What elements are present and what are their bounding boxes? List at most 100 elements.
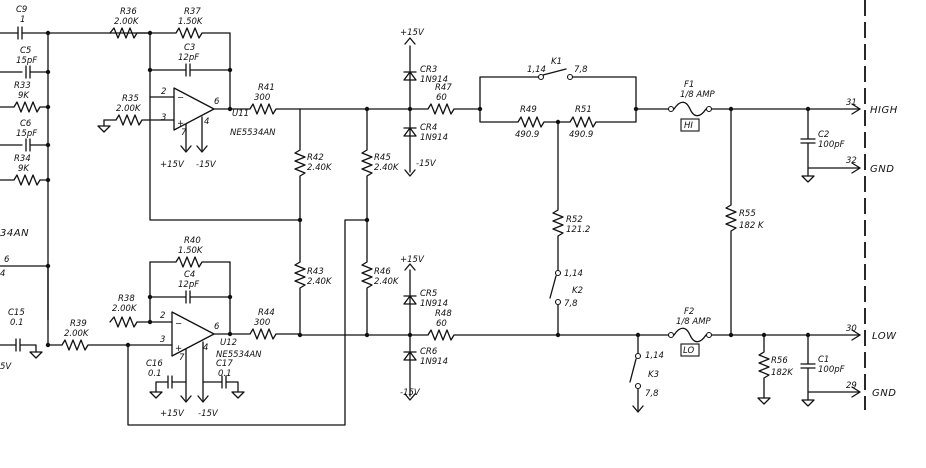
k2-label: K2 bbox=[572, 286, 583, 296]
u12-pin4: 4 bbox=[203, 343, 208, 353]
part-left: 34AN bbox=[0, 228, 29, 239]
r33-label: R33 bbox=[14, 81, 31, 91]
f1-fuse: F1 1/8 AMP HI bbox=[635, 80, 861, 132]
u11-stage: R36 2.00K R37 1.50K C3 12pF − + 2 3 6 7 … bbox=[97, 7, 301, 170]
cr3-label: CR3 bbox=[420, 65, 437, 75]
r39-label: R39 bbox=[70, 319, 87, 329]
f1-tag: HI bbox=[684, 121, 693, 131]
c9-label: C9 bbox=[16, 5, 27, 15]
p15-bot: +15V bbox=[400, 255, 425, 265]
c2-label: C2 bbox=[818, 130, 829, 140]
c4-label: C4 bbox=[184, 270, 195, 280]
r45-label: R45 bbox=[374, 153, 391, 163]
u12-pin3: 3 bbox=[160, 335, 165, 345]
pin31: 31 bbox=[846, 98, 857, 108]
c4-value: 12pF bbox=[178, 280, 199, 290]
k3-a: 1,14 bbox=[645, 351, 664, 361]
p15-top: +15V bbox=[400, 28, 425, 38]
c1: C1 100pF bbox=[800, 334, 861, 407]
k1-a: 1,14 bbox=[527, 65, 546, 75]
svg-text:+: + bbox=[175, 344, 182, 354]
u11-pin4: 4 bbox=[204, 117, 209, 127]
node-4: 4 bbox=[0, 269, 5, 279]
m15-bot: -15V bbox=[400, 388, 421, 398]
cr4-part: 1N914 bbox=[420, 133, 448, 143]
u12-pin2: 2 bbox=[160, 311, 165, 321]
r40-value: 1.50K bbox=[178, 246, 204, 256]
connector-bottom: 30 LOW 29 GND bbox=[846, 324, 897, 399]
r52-value: 121.2 bbox=[566, 225, 590, 235]
c5-value: 15pF bbox=[16, 56, 37, 66]
r37-label: R37 bbox=[184, 7, 201, 17]
r52-label: R52 bbox=[566, 215, 583, 225]
c2-value: 100pF bbox=[818, 140, 845, 150]
r47-label: R47 bbox=[435, 83, 452, 93]
r55-label: R55 bbox=[739, 209, 756, 219]
connector-top: 31 HIGH 32 GND bbox=[846, 98, 898, 175]
v-left: 5V bbox=[0, 362, 12, 372]
r34-value: 9K bbox=[18, 164, 30, 174]
u12-p15: +15V bbox=[160, 409, 185, 419]
r33-value: 9K bbox=[18, 91, 30, 101]
r40-label: R40 bbox=[184, 236, 201, 246]
f1-value: 1/8 AMP bbox=[680, 90, 716, 100]
r41-label: R41 bbox=[258, 83, 275, 93]
r34-label: R34 bbox=[14, 154, 31, 164]
r51-label: R51 bbox=[575, 105, 592, 115]
r51-value: 490.9 bbox=[569, 130, 593, 140]
c15-value: 0.1 bbox=[10, 318, 24, 328]
r36-label: R36 bbox=[120, 7, 137, 17]
pin30: 30 bbox=[846, 324, 857, 334]
svg-text:+: + bbox=[177, 119, 184, 129]
k3-b: 7,8 bbox=[645, 389, 659, 399]
u11-label: U11 bbox=[232, 109, 249, 119]
r44-label: R44 bbox=[258, 308, 275, 318]
u11-m15: -15V bbox=[196, 160, 217, 170]
r49-value: 490.9 bbox=[515, 130, 539, 140]
cr3-part: 1N914 bbox=[420, 75, 448, 85]
u11-pin6: 6 bbox=[214, 97, 220, 107]
u11-pin7: 7 bbox=[181, 128, 187, 138]
r42-label: R42 bbox=[307, 153, 324, 163]
r35-label: R35 bbox=[122, 94, 139, 104]
r39-value: 2.00K bbox=[64, 329, 90, 339]
low-label: LOW bbox=[872, 331, 897, 342]
c16-value: 0.1 bbox=[148, 369, 162, 379]
r46-label: R46 bbox=[374, 267, 391, 277]
f2-tag: LO bbox=[683, 346, 694, 356]
high-label: HIGH bbox=[870, 105, 898, 116]
left-fragment: C9 1 C5 15pF R33 9K C6 15pF R34 9K 34AN … bbox=[0, 5, 151, 372]
f2-value: 1/8 AMP bbox=[676, 317, 712, 327]
r56: R56 182K bbox=[757, 334, 794, 405]
r44-value: 300 bbox=[254, 318, 270, 328]
u12-pin7: 7 bbox=[179, 353, 185, 363]
c2: C2 100pF bbox=[800, 108, 861, 183]
u12-label: U12 bbox=[220, 338, 237, 348]
cr4-label: CR4 bbox=[420, 123, 437, 133]
r45-value: 2.40K bbox=[374, 163, 400, 173]
r56-label: R56 bbox=[771, 356, 788, 366]
r38-value: 2.00K bbox=[112, 304, 138, 314]
k2-a: 1,14 bbox=[564, 269, 583, 279]
r41-value: 300 bbox=[254, 93, 270, 103]
cr6-label: CR6 bbox=[420, 347, 438, 357]
f2-label: F2 bbox=[684, 307, 694, 317]
svg-text:−: − bbox=[177, 93, 184, 103]
f1-label: F1 bbox=[684, 80, 694, 90]
c9-value: 1 bbox=[20, 15, 25, 25]
cr5-part: 1N914 bbox=[420, 299, 448, 309]
m15-top: -15V bbox=[416, 159, 437, 169]
u12-part: NE5534AN bbox=[216, 350, 262, 360]
r38-label: R38 bbox=[118, 294, 135, 304]
cr6-part: 1N914 bbox=[420, 357, 448, 367]
r56-value: 182K bbox=[771, 368, 794, 378]
r47-value: 60 bbox=[436, 93, 447, 103]
r35-value: 2.00K bbox=[116, 104, 142, 114]
r36-value: 2.00K bbox=[114, 17, 140, 27]
k1-network: 1,14 K1 7,8 R49 490.9 R51 490.9 R52 121.… bbox=[479, 57, 639, 338]
f2-fuse: F2 1/8 AMP LO bbox=[667, 307, 861, 357]
r48-label: R48 bbox=[435, 309, 452, 319]
r46-value: 2.40K bbox=[374, 277, 400, 287]
r37-value: 1.50K bbox=[178, 17, 204, 27]
